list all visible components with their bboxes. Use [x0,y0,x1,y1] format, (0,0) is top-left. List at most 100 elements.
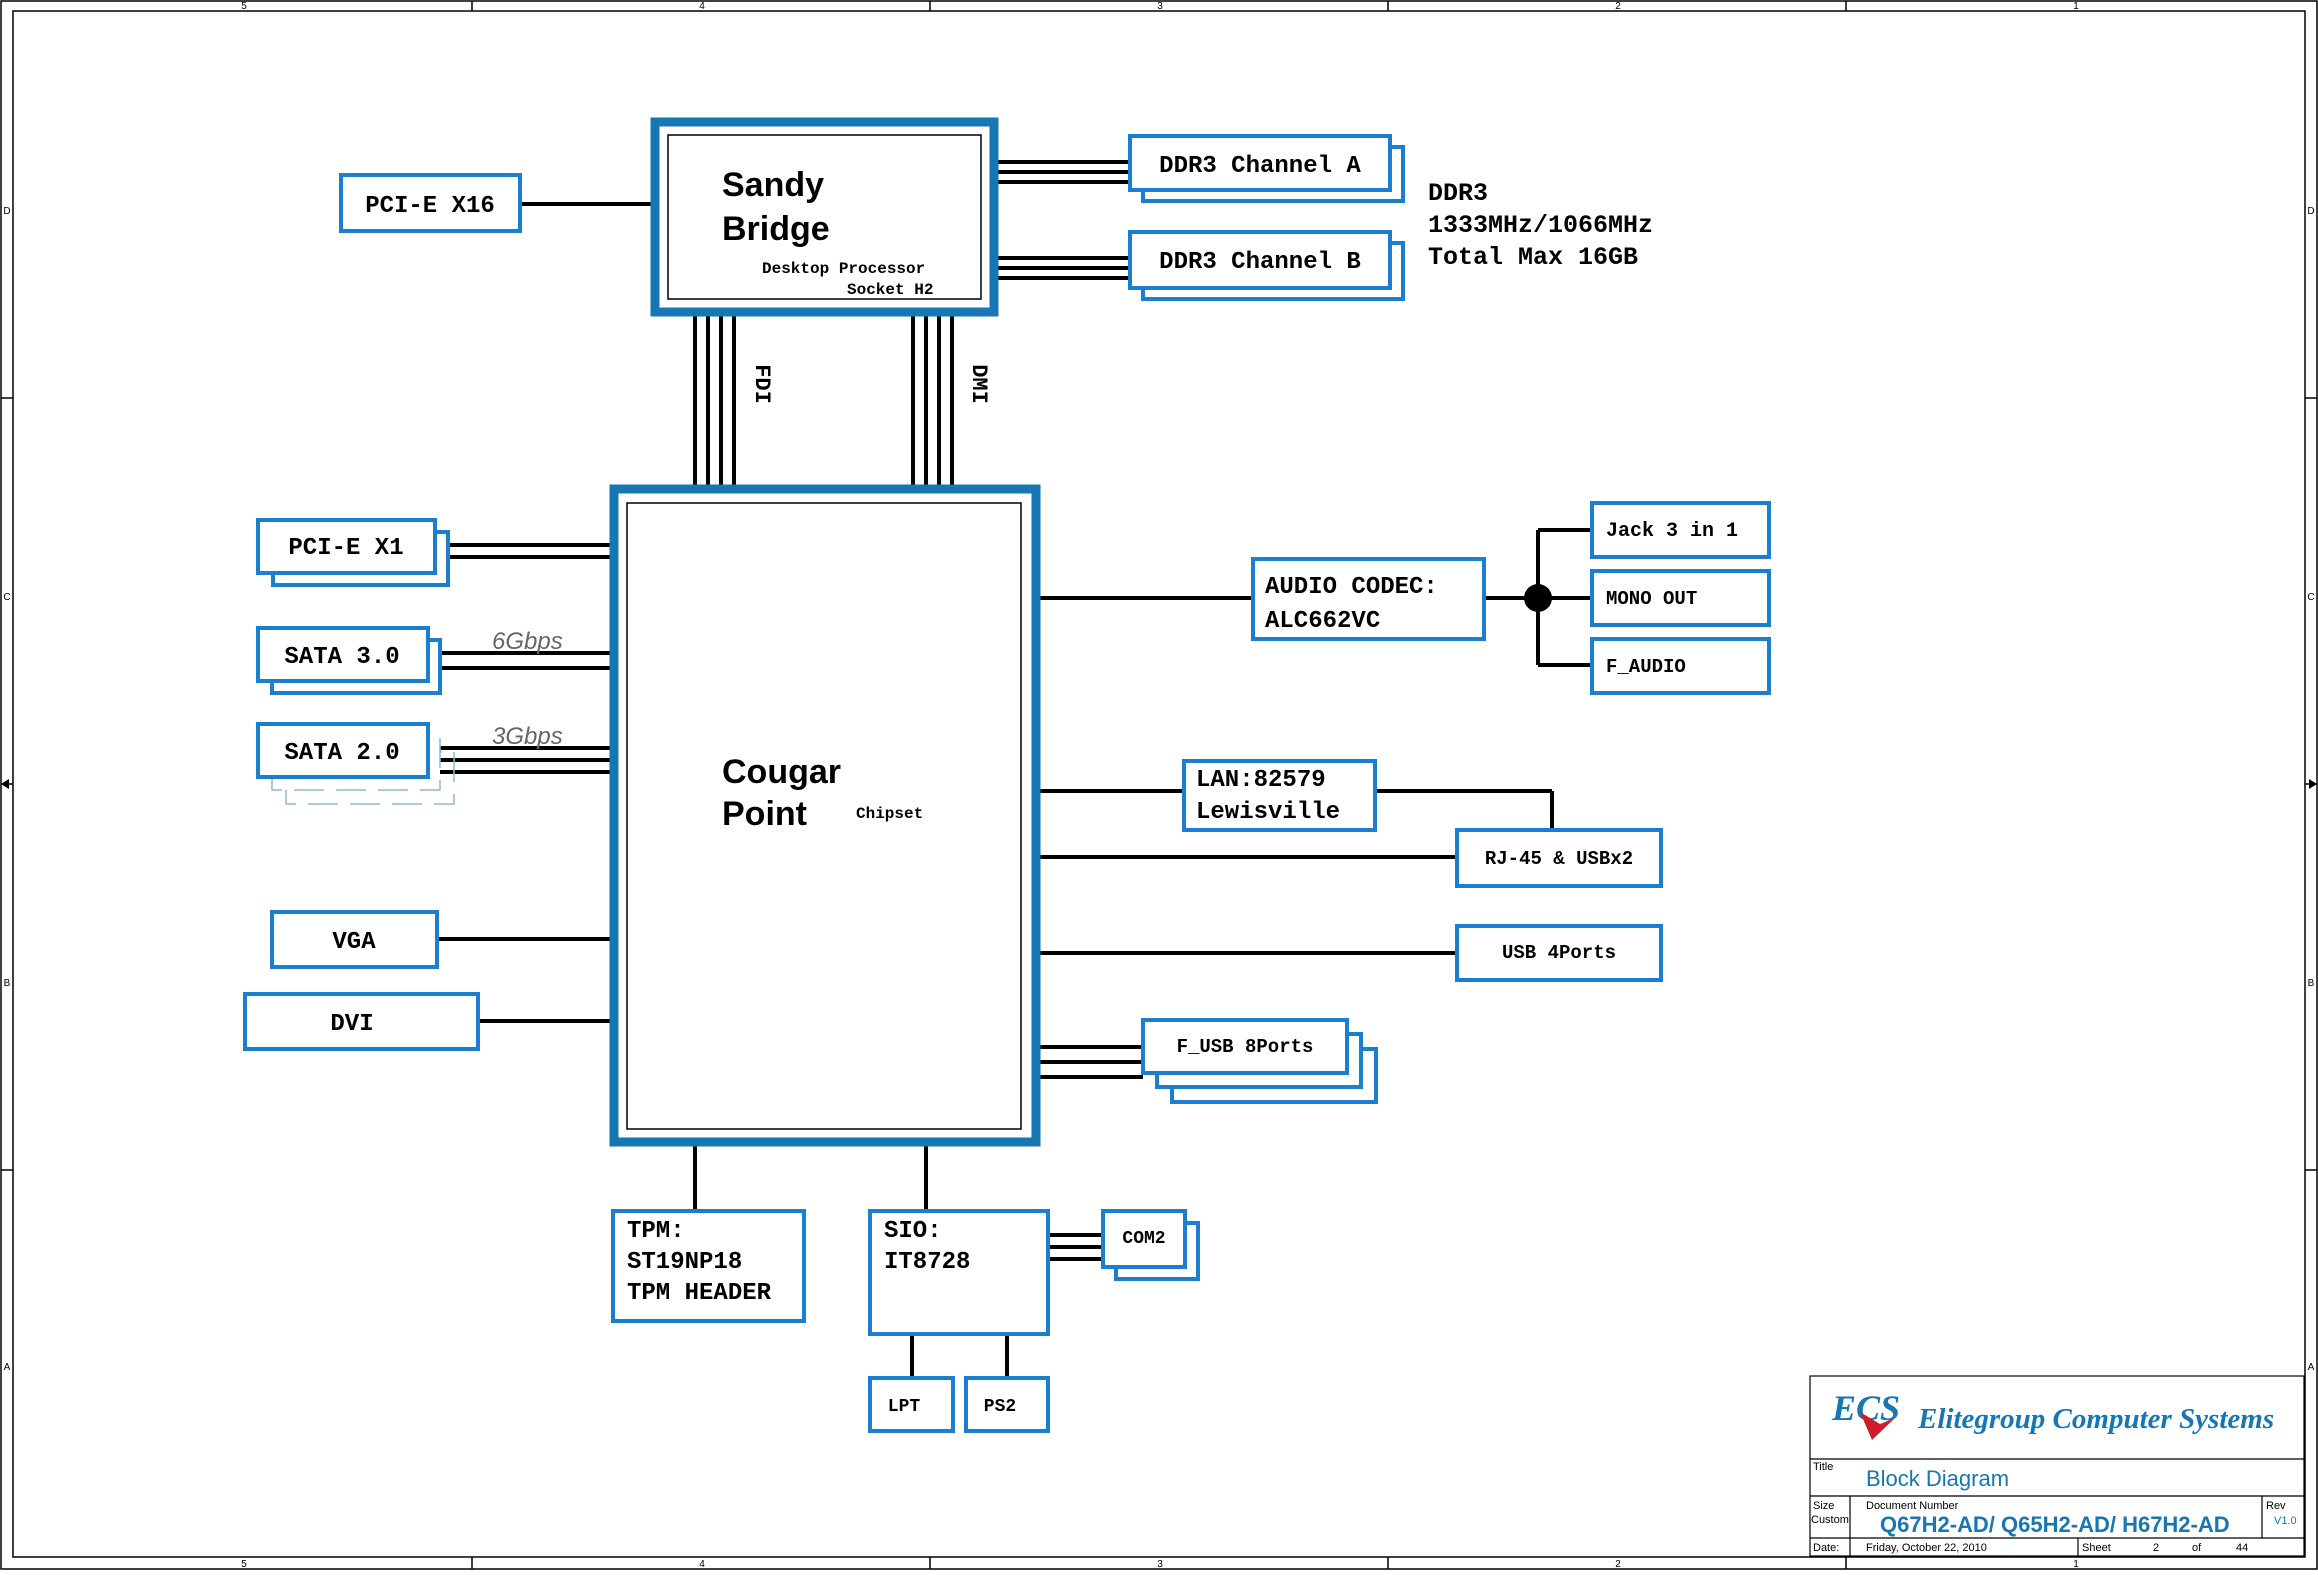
date-label: Date: [1813,1542,1839,1554]
col-tick: 3 [1157,1,1163,12]
pcie-x16-label: PCI-E X16 [365,193,495,220]
ps2-block: PS2 [964,1376,1050,1433]
rev-label: Rev [2266,1500,2286,1512]
col-tick: 4 [699,1,705,12]
col-tick: 2 [1615,1,1621,12]
cpu-name-line1: Sandy [722,166,824,204]
audio-codec-line2: ALC662VC [1265,608,1380,635]
dvi-label: DVI [330,1011,373,1038]
row-tick: C [2307,592,2314,603]
cpu-subtitle-line1: Desktop Processor [762,260,925,278]
usb4-label: USB 4Ports [1502,942,1616,964]
f-usb-label: F_USB 8Ports [1177,1036,1314,1058]
sheet-label: Sheet [2082,1542,2111,1554]
sio-line1: SIO: [884,1218,942,1245]
memory-note: DDR3 1333MHz/1066MHz Total Max 16GB [1428,179,1653,272]
jack-label: Jack 3 in 1 [1606,520,1738,543]
size-value: Custom [1811,1514,1849,1526]
tpm-line2: ST19NP18 [627,1249,742,1276]
pch-name-line1: Cougar [722,753,841,791]
sata2-block: SATA 2.0 [256,722,455,805]
sio-line2: IT8728 [884,1249,970,1276]
vga-block: VGA [270,910,439,969]
jack-3in1-block: Jack 3 in 1 [1590,501,1771,559]
doc-number-label: Document Number [1866,1500,1959,1512]
lpt-label: LPT [888,1397,921,1417]
column-ticks-bottom: 5 4 3 2 1 [241,1559,2079,1570]
sata3-speed-label: 6Gbps [492,628,563,655]
sata3-block: SATA 3.0 [256,626,442,695]
doc-number: Q67H2-AD/ Q65H2-AD/ H67H2-AD [1880,1512,2230,1537]
lan-line1: LAN:82579 [1196,767,1326,794]
rev-value: V1.0 [2274,1515,2297,1527]
dmi-bus-label: DMI [966,364,991,404]
row-tick: A [4,1362,11,1373]
lan-line2: Lewisville [1196,799,1340,826]
sio-block: SIO: IT8728 [868,1209,1050,1336]
pcie-x16-block: PCI-E X16 [339,173,522,233]
mono-out-label: MONO OUT [1606,588,1697,610]
cpu-name-line2: Bridge [722,210,830,248]
pcie-x1-label: PCI-E X1 [288,535,403,562]
tpm-line3: TPM HEADER [627,1280,772,1307]
cpu-sandy-bridge: Sandy Bridge Desktop Processor Socket H2 [650,117,999,317]
of-label: of [2192,1542,2202,1554]
com2-block: COM2 [1101,1209,1200,1281]
pcie-x1-block: PCI-E X1 [256,518,450,587]
audio-codec-line1: AUDIO CODEC: [1265,574,1438,601]
size-label: Size [1813,1500,1834,1512]
row-tick: C [3,592,10,603]
pch-subtitle: Chipset [856,805,923,823]
audio-codec-block: AUDIO CODEC: ALC662VC [1251,557,1486,641]
col-tick: 1 [2073,1559,2079,1570]
sheet-number: 2 [2153,1542,2159,1554]
vga-label: VGA [332,929,376,956]
f-usb-8ports-block: F_USB 8Ports [1141,1018,1378,1104]
lpt-block: LPT [868,1376,955,1433]
col-tick: 2 [1615,1559,1621,1570]
row-tick: D [2307,206,2314,217]
row-ticks-right: D C B A [2307,206,2314,1373]
pch-cougar-point: Cougar Point Chipset [609,484,1041,1147]
sheet-total: 44 [2236,1542,2248,1554]
sata2-speed-label: 3Gbps [492,723,563,750]
cpu-subtitle-line2: Socket H2 [847,281,933,299]
column-ticks-top: 5 4 3 2 1 [241,1,2079,12]
audio-junction-dot [1524,584,1552,612]
col-tick: 1 [2073,1,2079,12]
ddr3-a-label: DDR3 Channel A [1159,153,1361,180]
row-tick: B [4,978,11,989]
col-tick: 4 [699,1559,705,1570]
sheet-title: Block Diagram [1866,1466,2009,1491]
memory-note-line3: Total Max 16GB [1428,243,1638,272]
rj45-label: RJ-45 & USBx2 [1485,848,1633,870]
row-tick: D [3,206,10,217]
row-tick: A [2308,1362,2315,1373]
ddr3-channel-b-block: DDR3 Channel B [1128,230,1405,301]
fdi-bus-label: FDI [749,364,774,404]
sata3-label: SATA 3.0 [284,644,399,671]
memory-note-line2: 1333MHz/1066MHz [1428,211,1653,240]
f-audio-block: F_AUDIO [1590,637,1771,695]
wires [437,160,1592,1378]
com2-label: COM2 [1122,1229,1165,1249]
row-tick: B [2308,978,2315,989]
tpm-block: TPM: ST19NP18 TPM HEADER [611,1209,806,1323]
sata2-label: SATA 2.0 [284,740,399,767]
company-name: Elitegroup Computer Systems [1917,1403,2274,1435]
ddr3-channel-a-block: DDR3 Channel A [1128,134,1405,203]
rj45-usb-block: RJ-45 & USBx2 [1455,828,1663,888]
row-ticks-left: D C B A [3,206,10,1373]
usb-4ports-block: USB 4Ports [1455,924,1663,982]
title-label: Title [1813,1461,1833,1473]
col-tick: 5 [241,1559,247,1570]
col-tick: 5 [241,1,247,12]
mono-out-block: MONO OUT [1590,569,1771,627]
date-value: Friday, October 22, 2010 [1866,1542,1987,1554]
title-block: ECS Elitegroup Computer Systems Title Bl… [1809,1375,2305,1557]
ecs-logo-check [1860,1412,1895,1440]
ddr3-b-label: DDR3 Channel B [1159,249,1361,276]
dvi-block: DVI [243,992,480,1051]
